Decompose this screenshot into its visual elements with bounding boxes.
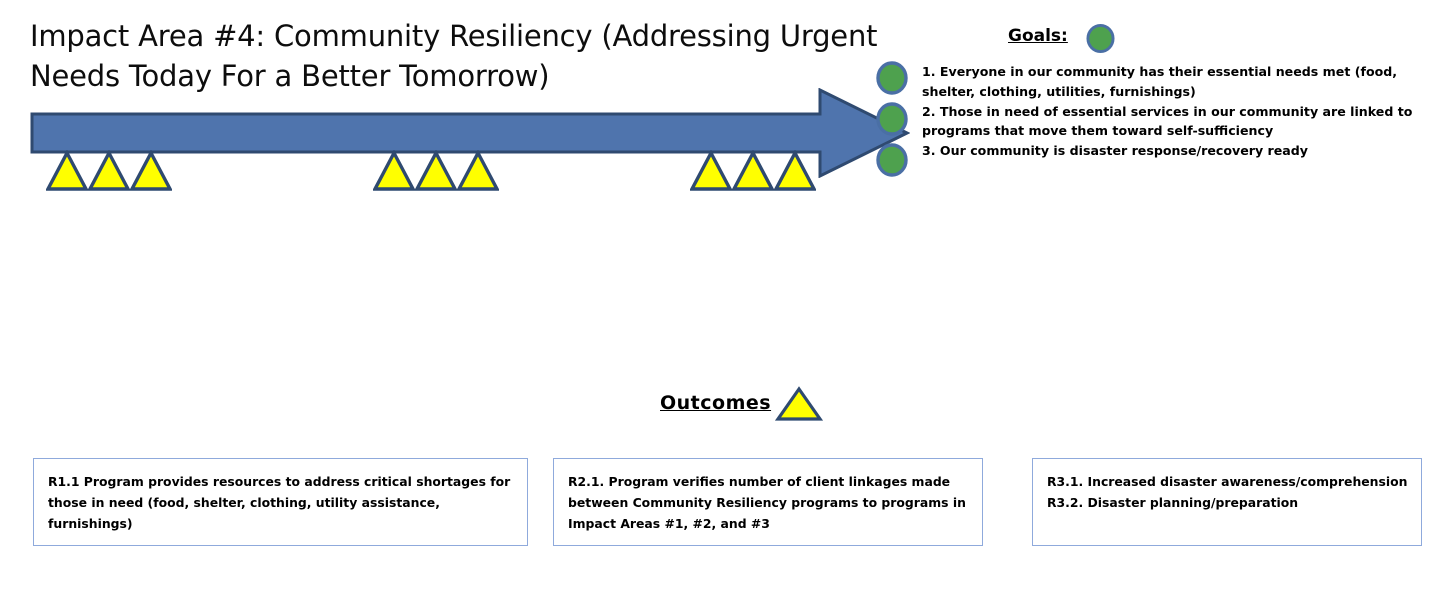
yellow-triangle-icon	[373, 150, 415, 191]
triangle-group-3	[690, 150, 816, 192]
outcome-text-r1: R1.1 Program provides resources to addre…	[48, 474, 511, 531]
goals-heading: Goals:	[1008, 26, 1068, 46]
yellow-triangle-icon	[775, 386, 823, 421]
green-circle-icon	[1086, 24, 1115, 53]
yellow-triangle-icon	[130, 150, 172, 191]
yellow-triangle-icon	[46, 150, 88, 191]
outcomes-label: Outcomes	[660, 392, 772, 414]
green-circle-icon	[876, 102, 908, 136]
outcome-box-r3[interactable]: R3.1. Increased disaster awareness/compr…	[1032, 458, 1422, 546]
outcome-box-r2[interactable]: R2.1. Program verifies number of client …	[553, 458, 983, 546]
goal-item-2: 2. Those in need of essential services i…	[922, 103, 1413, 139]
goals-list: 1. Everyone in our community has their e…	[922, 62, 1447, 161]
green-circle-icon	[876, 143, 908, 177]
outcome-text-r2: R2.1. Program verifies number of client …	[568, 474, 966, 531]
yellow-triangle-icon	[88, 150, 130, 191]
triangle-group-1	[46, 150, 172, 192]
green-circle-icon	[876, 61, 908, 95]
outcome-text-r3-line1: R3.1. Increased disaster awareness/compr…	[1047, 474, 1408, 489]
goal-item-3: 3. Our community is disaster response/re…	[922, 143, 1309, 158]
yellow-triangle-icon	[415, 150, 457, 191]
yellow-triangle-icon	[690, 150, 732, 191]
yellow-triangle-icon	[732, 150, 774, 191]
yellow-triangle-icon	[457, 150, 499, 191]
yellow-triangle-icon	[774, 150, 816, 191]
outcome-box-r1[interactable]: R1.1 Program provides resources to addre…	[33, 458, 528, 546]
page-title: Impact Area #4: Community Resiliency (Ad…	[30, 19, 878, 93]
triangle-group-2	[373, 150, 499, 192]
outcome-text-r3-line2: R3.2. Disaster planning/preparation	[1047, 495, 1299, 510]
goal-item-1: 1. Everyone in our community has their e…	[922, 64, 1398, 99]
big-blue-right-arrow	[30, 87, 911, 179]
